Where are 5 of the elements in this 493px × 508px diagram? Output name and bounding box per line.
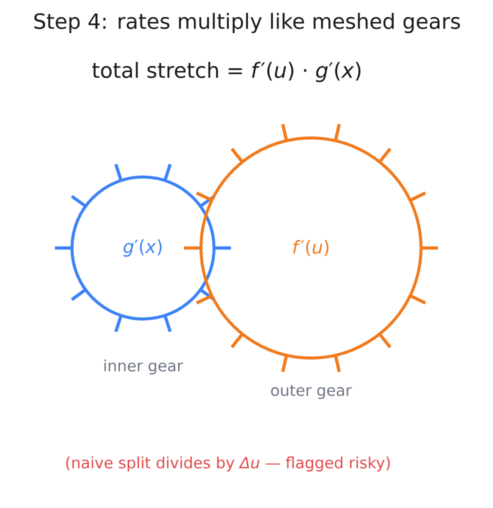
gear-caption: inner gear bbox=[104, 360, 183, 374]
note: (naive split divides by Δu — flagged risky) bbox=[66, 456, 390, 472]
title: Step 4: rates multiply like meshed gears bbox=[34, 12, 460, 34]
gear-caption: outer gear bbox=[271, 384, 352, 400]
formula-subtitle: total stretch = f′(u) · g′(x) bbox=[92, 62, 360, 82]
